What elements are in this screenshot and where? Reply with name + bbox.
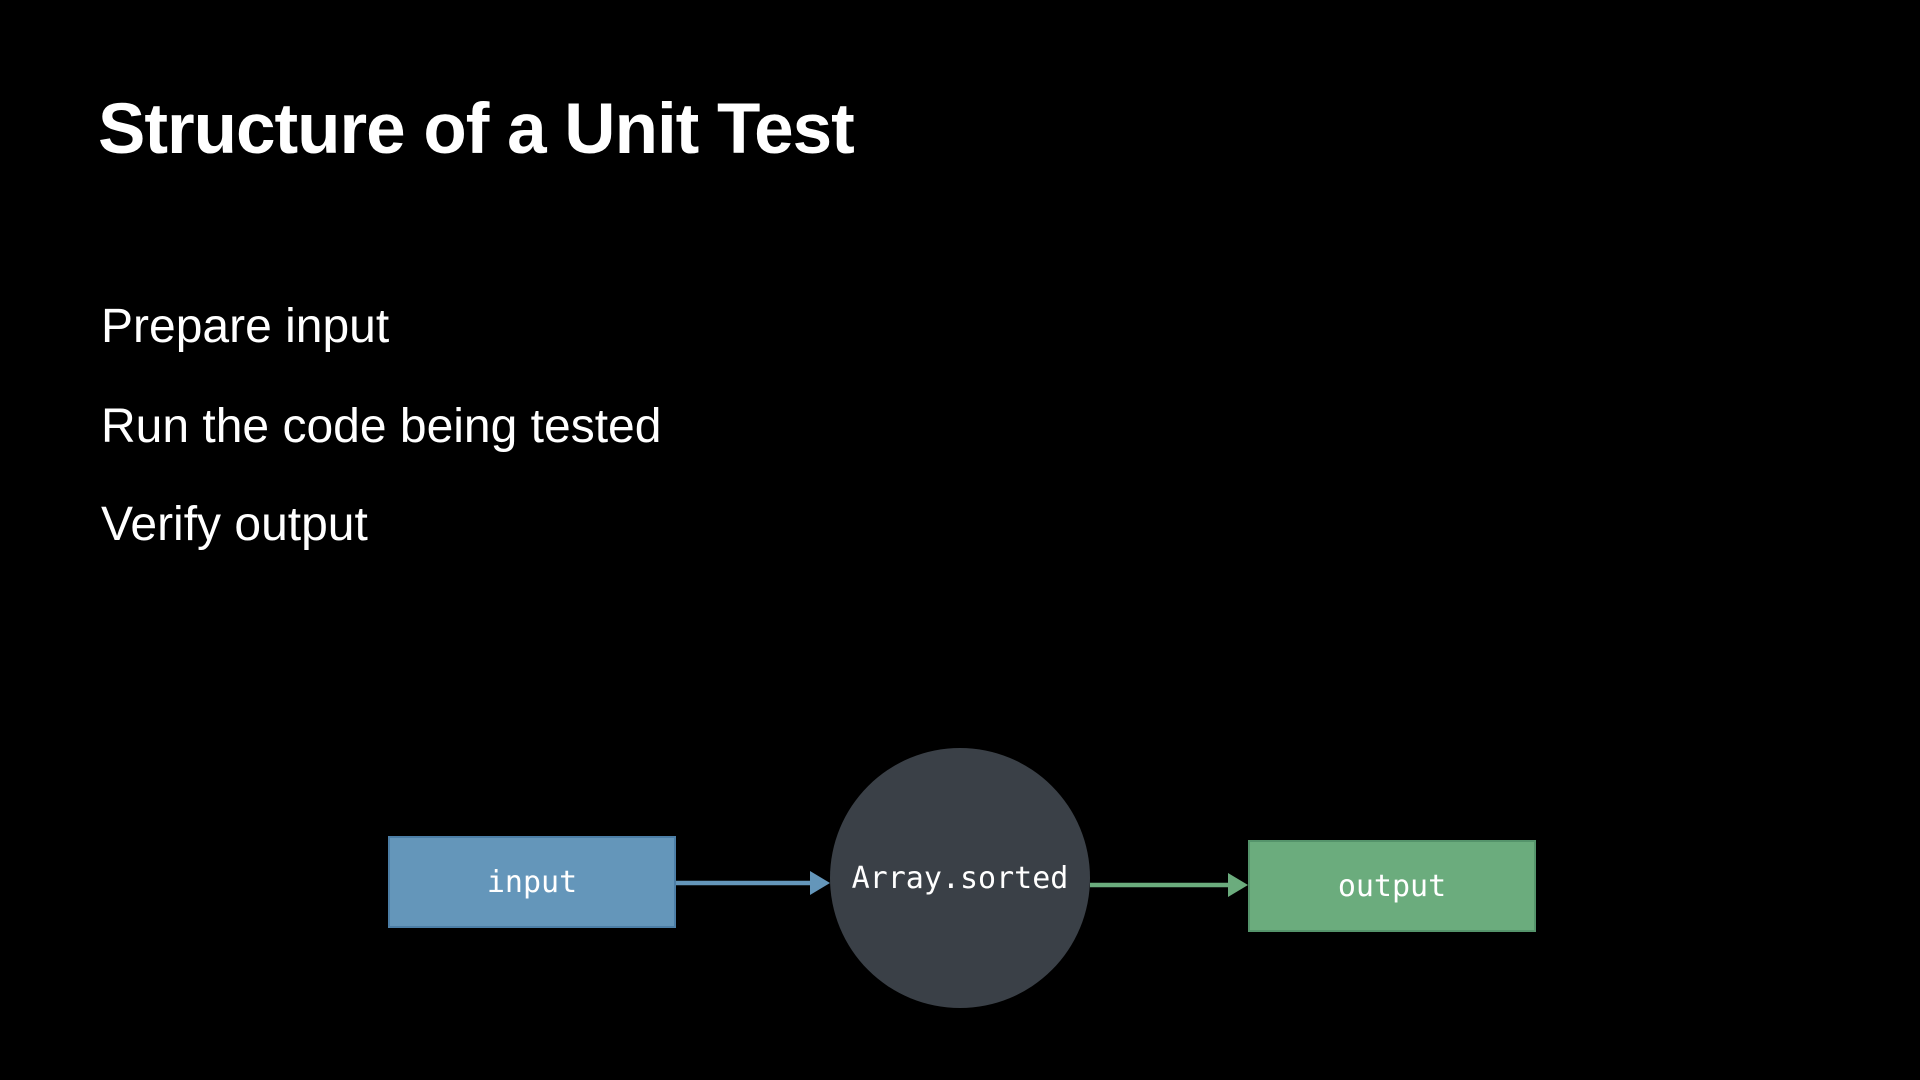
bullet-run-code: Run the code being tested	[101, 400, 662, 453]
arrow-input-to-function-icon	[676, 871, 830, 895]
slide-title: Structure of a Unit Test	[98, 89, 855, 169]
bullet-verify-output: Verify output	[101, 498, 368, 551]
input-node: input	[388, 836, 676, 928]
arrow-function-to-output-icon	[1090, 873, 1248, 897]
input-node-label: input	[486, 864, 578, 900]
output-node: output	[1248, 840, 1536, 932]
function-node-label: Array.sorted	[851, 860, 1069, 896]
output-node-label: output	[1337, 868, 1447, 904]
bullet-prepare-input: Prepare input	[101, 300, 390, 353]
function-node: Array.sorted	[830, 748, 1090, 1008]
